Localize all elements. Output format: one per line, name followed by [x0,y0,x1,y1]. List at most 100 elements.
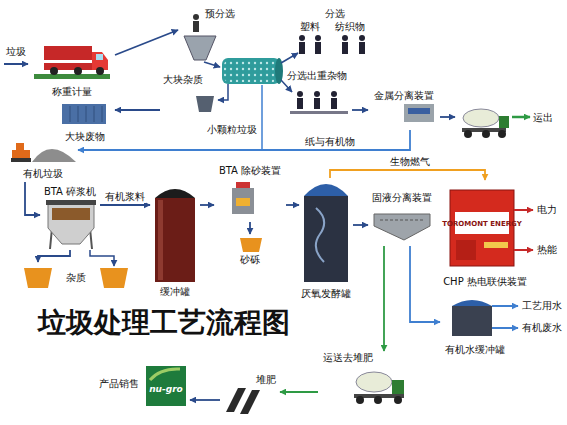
digester-dome [304,184,348,196]
flow-arrow [115,109,160,111]
process-node: 厌氧发酵罐 [299,178,353,302]
pulper-slurry [52,208,90,220]
compost-truck [354,372,404,404]
grit-bin [240,238,262,252]
worker-body [359,42,365,54]
dozer-track [11,158,31,162]
dozer-cab [16,143,24,150]
pre-sort-hopper [184,14,216,60]
worker-head [314,91,320,97]
worker-body [297,98,303,109]
process-node: 预分选 [178,7,238,70]
garbage-truck [34,46,110,79]
process-node: CHP 热电联供装置 TOROMONT ENERGY [440,180,529,290]
dozer-body [12,150,30,159]
node-label: 大块废物 [65,131,105,143]
chp-panel [484,242,508,248]
worker-head [297,91,303,97]
node-label: 运出 [533,112,553,124]
truck-window [96,54,103,60]
tank-dome [452,300,492,306]
node-label: 杂质 [66,272,86,284]
node-label: TOROMONT ENERGY [442,220,522,229]
reject-arrow [218,84,228,100]
wheel [356,396,364,404]
impurity-bin [24,268,52,288]
flow-arrow [352,109,368,111]
process-node: 大块废物 [55,100,115,145]
edge-label: 生物燃气 [389,156,431,168]
annotation-label: 有机废水 [522,322,562,334]
process-node: 缓冲罐 [150,180,200,300]
wheel [374,396,382,404]
process-node: 产品销售nu-gro [95,362,190,412]
feed-arrow [204,62,220,67]
annotation-label: 热能 [537,244,557,256]
worker-body [331,98,337,109]
flow-arrow [25,182,40,215]
node-label: 砂砾 [240,254,260,266]
mixer-drum [356,372,392,392]
tank-dome [155,189,195,198]
water-tank [452,300,492,336]
process-node: BTA 碎浆机 [40,185,100,250]
node-label: BTA 除砂装置 [219,165,281,177]
desander-panel [236,198,250,206]
process-node: 称重计量 [30,38,115,99]
separator-body [374,214,430,240]
annotation-label: 工艺用水 [522,300,562,312]
sorting-belt [290,111,348,114]
node-label: 纺织物 [335,21,365,33]
desander-body [232,188,254,214]
fines-line [261,85,263,150]
node-label: 堆肥 [256,374,276,386]
pulper-body [48,204,94,244]
edge-label: 纸与有机物 [304,136,356,148]
worker-head [315,35,321,41]
flow-arrow [353,224,368,226]
annotation-label: 小颗粒垃圾 [207,124,257,136]
wheel [464,130,472,138]
wheel [394,396,402,404]
process-node: 金属分离装置 [368,89,440,130]
node-label: 塑料 [300,21,320,33]
flow-arrow [249,222,251,234]
organic-pile [11,143,76,162]
node-label: CHP 热电联供装置 [443,276,527,288]
node-label: 厌氧发酵罐 [301,288,351,300]
heat-arrow [514,249,533,251]
process-node: 堆肥 [220,372,280,418]
node-label: 预分选 [205,8,235,20]
node-label: 有机垃圾 [23,168,63,180]
worker-head [193,14,199,20]
node-label: 固液分离装置 [372,192,432,204]
separator [374,214,430,240]
magnet-housing [404,104,434,122]
worker-head [359,35,365,41]
process-node: 运出 [455,98,560,140]
diagram-title: 垃圾处理工艺流程图 [38,306,290,340]
truck-cab [499,116,509,128]
flow-arrow [190,399,220,401]
worker-head [299,35,305,41]
flow-arrow [100,204,150,206]
worker-body [342,42,348,54]
annotation-label: 电力 [537,204,557,216]
drum-mesh [224,60,278,82]
wheel [482,130,490,138]
flow-arrow [330,170,485,180]
flow-arrow [410,246,440,322]
wheel [498,130,506,138]
buffer-tank [155,189,195,282]
desander [232,182,254,214]
bulky-waste-container [62,104,106,124]
tank-body [155,198,195,282]
process-node: 固液分离装置 [368,191,436,246]
process-node: 分选塑料纺织物 [290,7,380,64]
node-label: 运送去堆肥 [323,352,373,364]
flow-arrow [286,204,299,206]
compost-row [240,390,260,414]
process-node: 砂砾 [226,234,274,268]
worker-head [342,35,348,41]
